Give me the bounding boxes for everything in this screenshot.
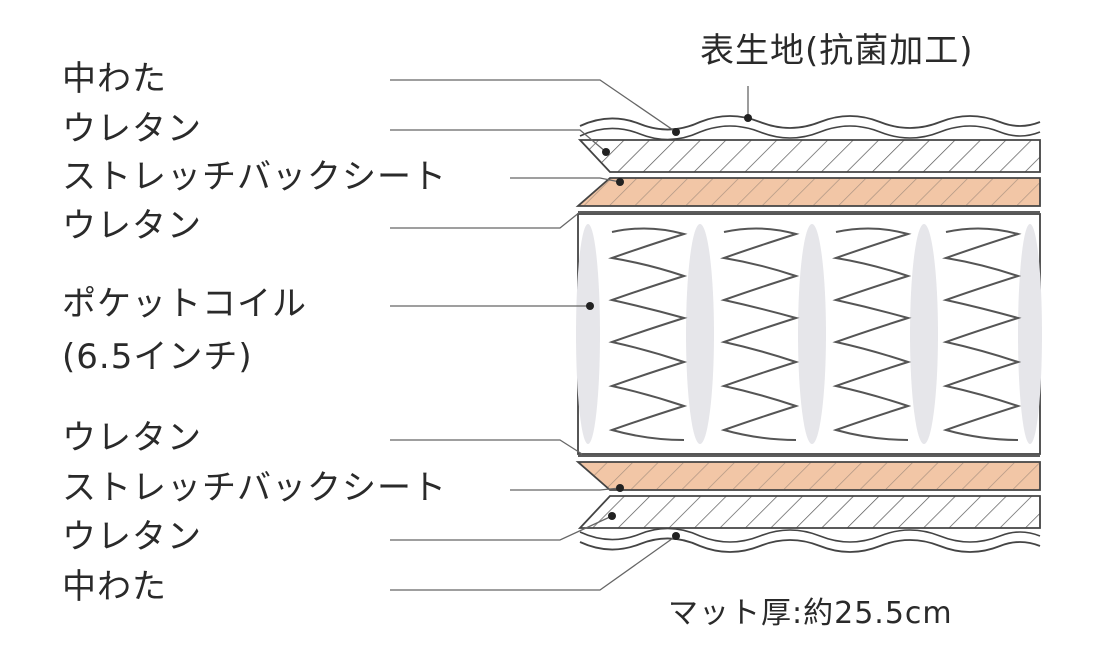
thickness-note: マット厚:約25.5cm bbox=[668, 596, 953, 631]
top-urethane-1-layer bbox=[577, 139, 1041, 173]
label-bottom-stretch-sheet: ストレッチバックシート bbox=[62, 468, 447, 508]
label-top-urethane-1: ウレタン bbox=[62, 109, 202, 149]
coil-spring-4 bbox=[942, 227, 1022, 441]
label-top-stretch-sheet: ストレッチバックシート bbox=[62, 157, 447, 197]
label-coil-line1: ポケットコイル bbox=[62, 284, 307, 324]
label-bottom-wadding: 中わた bbox=[62, 567, 167, 607]
label-top-wadding: 中わた bbox=[62, 59, 167, 99]
bottom-urethane-2-layer bbox=[577, 495, 1041, 529]
label-cover: 表生地(抗菌加工) bbox=[700, 31, 974, 71]
bottom-cover-wave bbox=[579, 537, 1041, 553]
coil-pocket-shading bbox=[576, 224, 1042, 444]
leader-lines bbox=[390, 79, 749, 591]
leader-dots bbox=[586, 114, 752, 540]
label-bottom-urethane-2: ウレタン bbox=[62, 517, 202, 557]
top-wadding-wave bbox=[579, 125, 1041, 141]
bottom-wadding-wave bbox=[579, 527, 1041, 543]
label-bottom-urethane-1: ウレタン bbox=[62, 418, 202, 458]
label-coil-line2: (6.5インチ) bbox=[62, 337, 253, 377]
label-top-urethane-2: ウレタン bbox=[62, 206, 202, 246]
coil-spring-2 bbox=[720, 227, 800, 441]
coil-springs bbox=[608, 227, 1022, 441]
top-cover-wave bbox=[579, 115, 1041, 131]
coil-spring-1 bbox=[608, 227, 688, 441]
coil-spring-3 bbox=[832, 227, 912, 441]
